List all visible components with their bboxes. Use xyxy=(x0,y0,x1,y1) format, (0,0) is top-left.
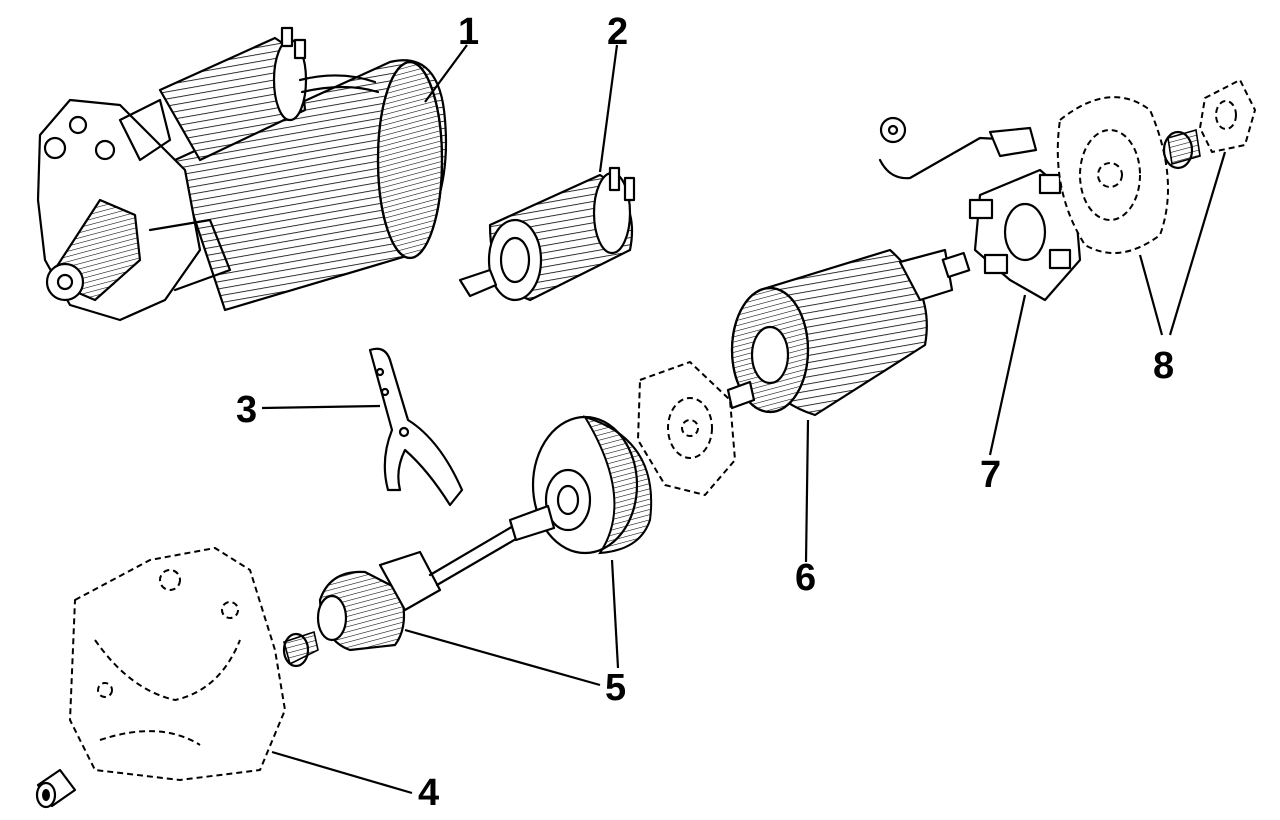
callout-8: 8 xyxy=(1153,345,1174,387)
end-bushing xyxy=(1162,128,1201,170)
callout-7: 7 xyxy=(980,454,1001,496)
pinion-drive-clutch xyxy=(282,520,530,668)
solenoid-switch xyxy=(458,166,636,302)
callout-6: 6 xyxy=(795,557,816,599)
leader-2 xyxy=(598,44,619,173)
leader-lines xyxy=(261,44,1227,795)
leader-8a xyxy=(1138,254,1164,336)
leader-3 xyxy=(261,404,381,410)
end-cap xyxy=(1199,79,1256,153)
callout-2: 2 xyxy=(607,11,628,53)
callout-1: 1 xyxy=(458,11,479,53)
leader-8b xyxy=(1168,151,1227,336)
leader-4 xyxy=(271,750,413,795)
starter-motor-assembly xyxy=(36,26,448,322)
armature xyxy=(726,248,971,417)
front-bushing xyxy=(35,768,77,809)
shift-fork-lever xyxy=(368,347,464,507)
leader-1 xyxy=(424,44,468,103)
leader-7 xyxy=(988,294,1027,456)
commutator-end-cover xyxy=(1056,96,1169,254)
leader-5a xyxy=(404,628,601,687)
callout-4: 4 xyxy=(418,772,439,814)
leader-6 xyxy=(804,419,810,563)
leader-5b xyxy=(610,559,620,669)
callout-labels: 1 2 3 4 5 6 7 8 xyxy=(236,11,1174,814)
drive-end-housing xyxy=(69,547,286,781)
brush-holder xyxy=(878,116,1082,302)
callout-3: 3 xyxy=(236,389,257,431)
gasket-plate xyxy=(637,361,736,496)
intermediate-bearing-plate xyxy=(508,415,653,555)
callout-5: 5 xyxy=(605,667,626,709)
